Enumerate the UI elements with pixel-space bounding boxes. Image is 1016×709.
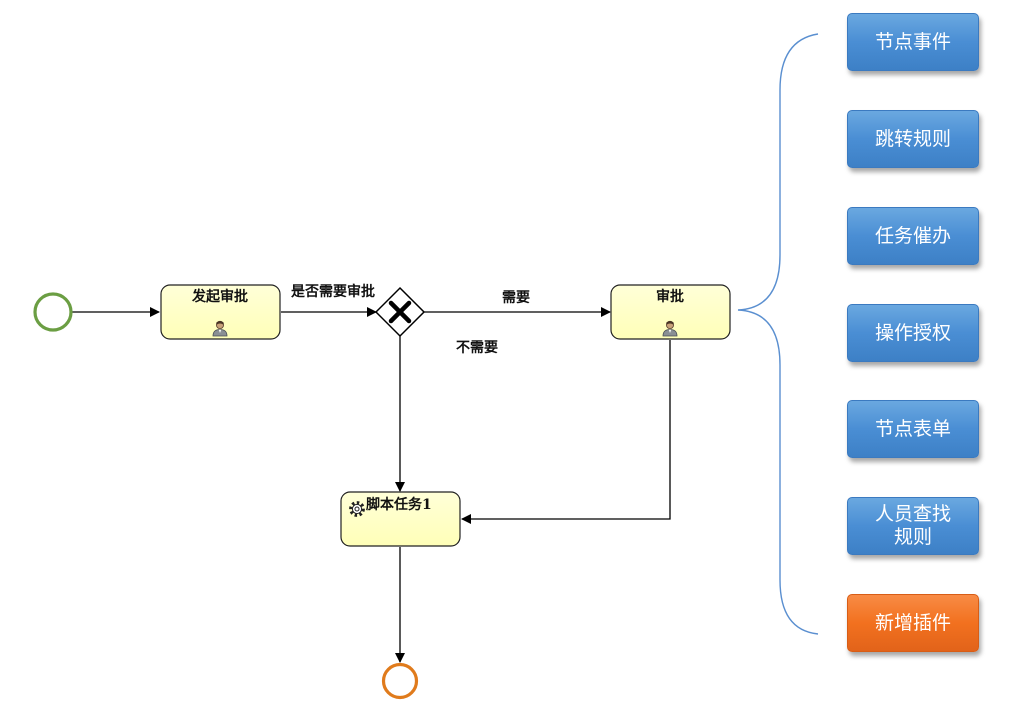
curly-brace bbox=[737, 33, 819, 635]
x-icon bbox=[388, 300, 412, 324]
task-label: 审批 bbox=[656, 288, 684, 305]
person-lookup-rule-button[interactable]: 人员查找 规则 bbox=[847, 497, 979, 555]
node-form-button[interactable]: 节点表单 bbox=[847, 400, 979, 458]
flow-task2-to-task3 bbox=[461, 340, 671, 524]
task-label: 脚本任务1 bbox=[366, 496, 432, 513]
start-event[interactable] bbox=[33, 292, 73, 332]
gateway-label: 是否需要审批 bbox=[291, 283, 375, 300]
exclusive-gateway[interactable] bbox=[374, 286, 426, 338]
task-reminder-button[interactable]: 任务催办 bbox=[847, 207, 979, 265]
add-plugin-button[interactable]: 新增插件 bbox=[847, 594, 979, 652]
task-approval[interactable]: 审批 bbox=[610, 284, 731, 340]
operation-auth-button[interactable]: 操作授权 bbox=[847, 304, 979, 362]
flow-label-not-need: 不需要 bbox=[456, 339, 498, 356]
task-script[interactable]: 脚本任务1 bbox=[340, 491, 461, 547]
end-event[interactable] bbox=[381, 662, 419, 700]
node-event-button[interactable]: 节点事件 bbox=[847, 13, 979, 71]
flow-label-need: 需要 bbox=[502, 289, 530, 306]
task-label: 发起审批 bbox=[191, 288, 248, 305]
task-start-approval[interactable]: 发起审批 bbox=[160, 284, 281, 340]
jump-rule-button[interactable]: 跳转规则 bbox=[847, 110, 979, 168]
